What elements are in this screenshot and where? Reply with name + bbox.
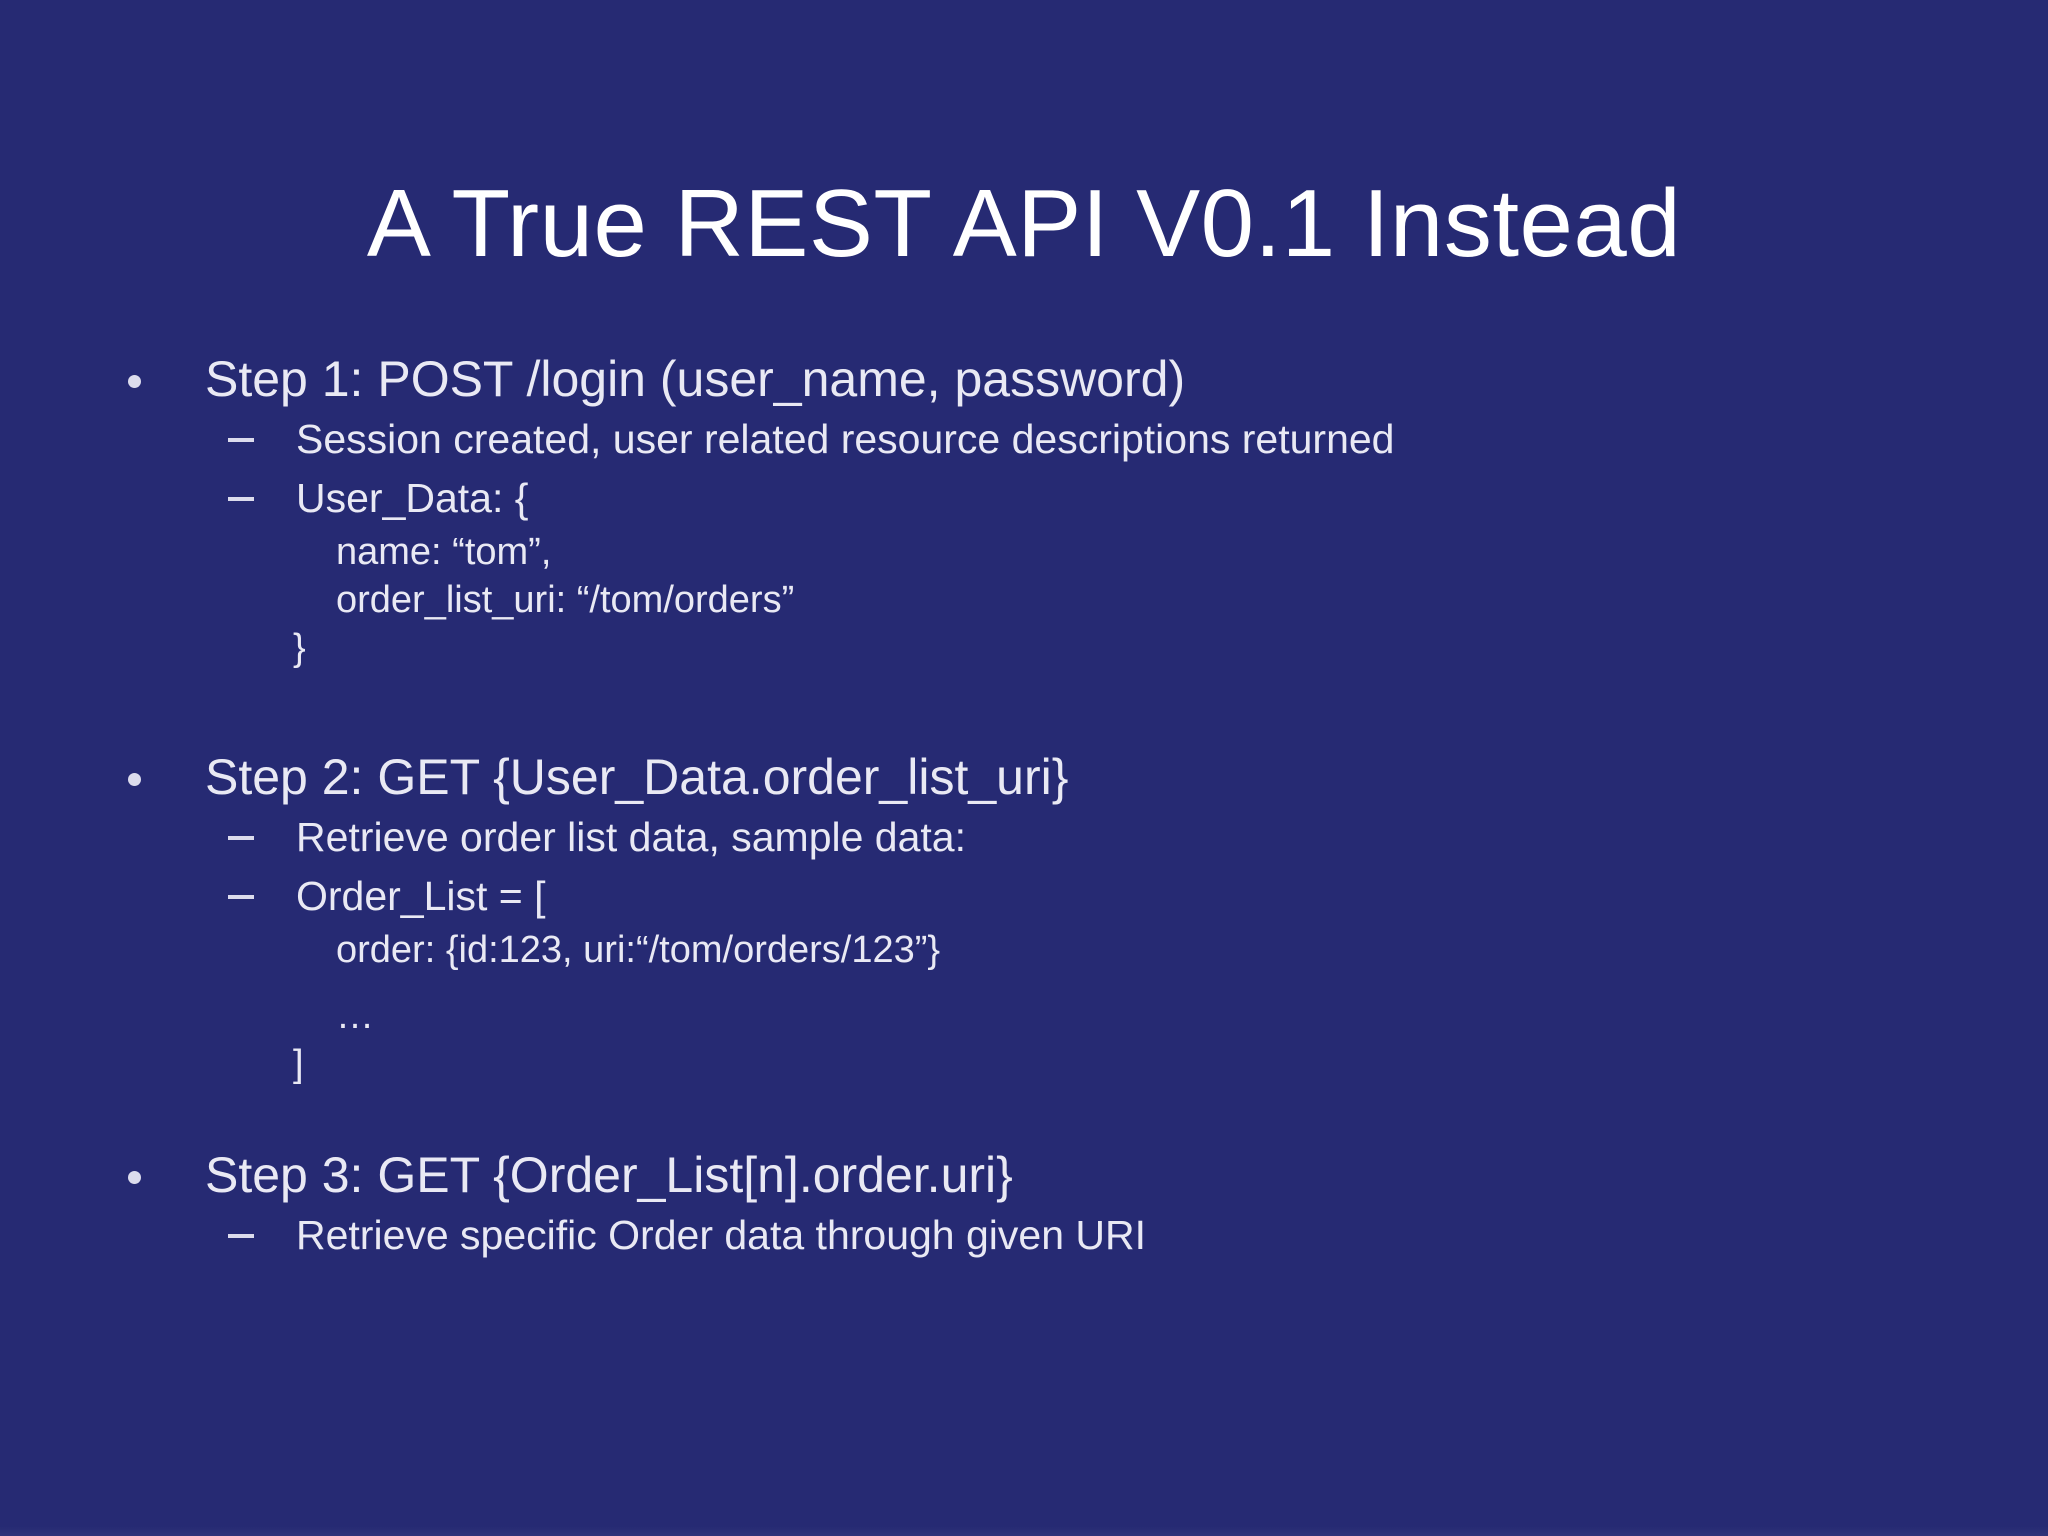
- spacer: [0, 672, 2048, 746]
- code-ellipsis: …: [336, 995, 374, 1037]
- dash-marker-icon: [228, 1234, 254, 1238]
- step-block-3: Step 3: GET {Order_List[n].order.uri} Re…: [0, 1144, 2048, 1265]
- sub-bullet-item: Retrieve order list data, sample data:: [0, 808, 2048, 867]
- spacer: [0, 974, 2048, 992]
- sub-bullet-label: Retrieve order list data, sample data:: [296, 814, 966, 860]
- bullet-dot-icon: [128, 1171, 141, 1184]
- sub-bullet-label: Order_List = [: [296, 873, 546, 919]
- code-line: order_list_uri: “/tom/orders”: [336, 579, 795, 621]
- bullet-dot-icon: [128, 773, 141, 786]
- dash-marker-icon: [228, 438, 254, 442]
- dash-marker-icon: [228, 836, 254, 840]
- code-close-bracket: ]: [293, 1043, 304, 1085]
- sub-bullet-item: Session created, user related resource d…: [0, 410, 2048, 469]
- bullet-label: Step 1: POST /login (user_name, password…: [205, 351, 1186, 407]
- sub-bullet-item: User_Data: {: [0, 469, 2048, 528]
- bullet-label: Step 3: GET {Order_List[n].order.uri}: [205, 1147, 1013, 1203]
- bullet-label: Step 2: GET {User_Data.order_list_uri}: [205, 749, 1069, 805]
- bullet-dot-icon: [128, 375, 141, 388]
- step-block-2: Step 2: GET {User_Data.order_list_uri} R…: [0, 746, 2048, 1088]
- slide-body: Step 1: POST /login (user_name, password…: [0, 348, 2048, 1265]
- code-line: order: {id:123, uri:“/tom/orders/123”}: [336, 929, 941, 971]
- sub-bullet-label: User_Data: {: [296, 475, 529, 521]
- code-line: name: “tom”,: [336, 531, 552, 573]
- bullet-item-step-1: Step 1: POST /login (user_name, password…: [0, 348, 2048, 410]
- sub-bullet-label: Retrieve specific Order data through giv…: [296, 1212, 1147, 1258]
- code-close-brace: }: [293, 627, 306, 669]
- dash-marker-icon: [228, 497, 254, 501]
- bullet-item-step-3: Step 3: GET {Order_List[n].order.uri}: [0, 1144, 2048, 1206]
- page-title: A True REST API V0.1 Instead: [366, 170, 1682, 278]
- sub-bullet-item: Order_List = [: [0, 867, 2048, 926]
- bullet-item-step-2: Step 2: GET {User_Data.order_list_uri}: [0, 746, 2048, 808]
- dash-marker-icon: [228, 895, 254, 899]
- sub-bullet-item: Retrieve specific Order data through giv…: [0, 1206, 2048, 1265]
- spacer: [0, 1088, 2048, 1144]
- sub-bullet-label: Session created, user related resource d…: [296, 416, 1395, 462]
- step-block-1: Step 1: POST /login (user_name, password…: [0, 348, 2048, 672]
